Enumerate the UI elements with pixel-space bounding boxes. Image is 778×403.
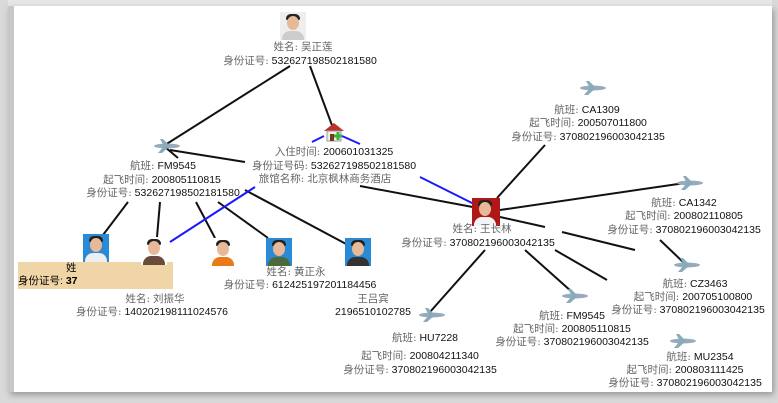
hotel-edge xyxy=(311,135,325,143)
hover-tooltip: 姓 身份证号: 37 xyxy=(18,262,173,289)
person-photo-center[interactable] xyxy=(472,198,500,226)
node-label: 起飞时间: 200802110805 xyxy=(625,210,743,222)
edge xyxy=(496,144,546,199)
edge xyxy=(499,182,686,211)
edge xyxy=(659,239,684,263)
passenger-photo[interactable] xyxy=(83,234,109,262)
edge xyxy=(309,65,334,129)
person-center-name: 姓名: 王长林 xyxy=(452,223,512,235)
flight-left-depart: 起飞时间: 200805110815 xyxy=(103,174,221,186)
graph-canvas[interactable] xyxy=(8,6,772,392)
passenger-photo[interactable] xyxy=(345,238,371,266)
person-top-id: 身份证号: 532627198502181580 xyxy=(223,55,377,67)
person-top-name: 姓名: 吴正莲 xyxy=(273,41,333,53)
edge xyxy=(102,201,129,236)
passenger-id: 身份证号: 140202198111024576 xyxy=(75,306,229,318)
node-label: 身份证号: 370802196003042135 xyxy=(495,336,649,348)
hotel-name: 旅馆名称: 北京枫林商务酒店 xyxy=(258,173,392,185)
edge xyxy=(429,249,486,313)
window-top-bar xyxy=(8,0,772,6)
node-label: 航班: CZ3463 xyxy=(662,278,728,290)
passenger-name: 王吕宾 xyxy=(357,293,389,305)
edge xyxy=(169,149,246,163)
passenger-photo[interactable] xyxy=(266,238,292,266)
node-label: 航班: FM9545 xyxy=(539,310,605,322)
edge xyxy=(164,65,291,146)
passenger-photo[interactable] xyxy=(210,238,236,266)
edge xyxy=(156,201,161,238)
flight-left-id: 身份证号: 532627198502181580 xyxy=(86,187,240,199)
flight-left-number: 航班: FM9545 xyxy=(130,160,196,172)
passenger-name: 姓名: 刘振华 xyxy=(125,293,185,305)
node-label: 起飞时间: 200803111425 xyxy=(626,364,744,376)
node-label: 起飞时间: 200507011800 xyxy=(529,117,647,129)
airplane-icon[interactable] xyxy=(578,80,608,96)
edge xyxy=(499,216,546,228)
node-label: 航班: CA1342 xyxy=(651,197,717,209)
passenger-photo[interactable] xyxy=(141,237,167,265)
node-label: 起飞时间: 200804211340 xyxy=(361,350,479,362)
edge xyxy=(359,185,479,209)
hotel-edge xyxy=(419,176,475,205)
hotel-edge xyxy=(169,186,256,243)
hotel-icon[interactable] xyxy=(323,122,345,142)
airplane-icon[interactable] xyxy=(560,288,590,304)
person-photo-top[interactable] xyxy=(280,12,306,40)
node-label: 身份证号: 370802196003042135 xyxy=(511,131,665,143)
airplane-icon[interactable] xyxy=(672,257,702,273)
airplane-icon[interactable] xyxy=(417,307,447,323)
airplane-icon[interactable] xyxy=(152,138,182,154)
edge xyxy=(217,201,269,239)
hotel-id: 身份证号码: 532627198502181580 xyxy=(251,160,417,172)
hotel-checkin: 入住时间: 200601031325 xyxy=(274,146,394,158)
edge xyxy=(244,189,349,246)
node-label: 起飞时间: 200805110815 xyxy=(513,323,631,335)
node-label: 航班: HU7228 xyxy=(392,332,458,344)
node-label: 身份证号: 370802196003042135 xyxy=(608,377,762,389)
node-label: 身份证号: 370802196003042135 xyxy=(611,304,765,316)
node-label: 航班: CA1309 xyxy=(554,104,620,116)
hotel-edge xyxy=(341,135,361,145)
passenger-name: 姓名: 黄正永 xyxy=(266,266,326,278)
edge xyxy=(554,249,608,281)
passenger-id: 身份证号: 612425197201184456 xyxy=(223,279,377,291)
edge xyxy=(524,249,573,293)
edge xyxy=(561,231,636,251)
person-center-id: 身份证号: 370802196003042135 xyxy=(401,237,555,249)
node-label: 身份证号: 370802196003042135 xyxy=(343,364,497,376)
node-label: 起飞时间: 200705100800 xyxy=(633,291,753,303)
airplane-icon[interactable] xyxy=(668,333,698,349)
node-label: 航班: MU2354 xyxy=(666,351,734,363)
passenger-id: 2196510102785 xyxy=(335,306,411,318)
node-label: 身份证号: 370802196003042135 xyxy=(607,224,761,236)
airplane-icon[interactable] xyxy=(675,175,705,191)
edge xyxy=(164,146,179,159)
